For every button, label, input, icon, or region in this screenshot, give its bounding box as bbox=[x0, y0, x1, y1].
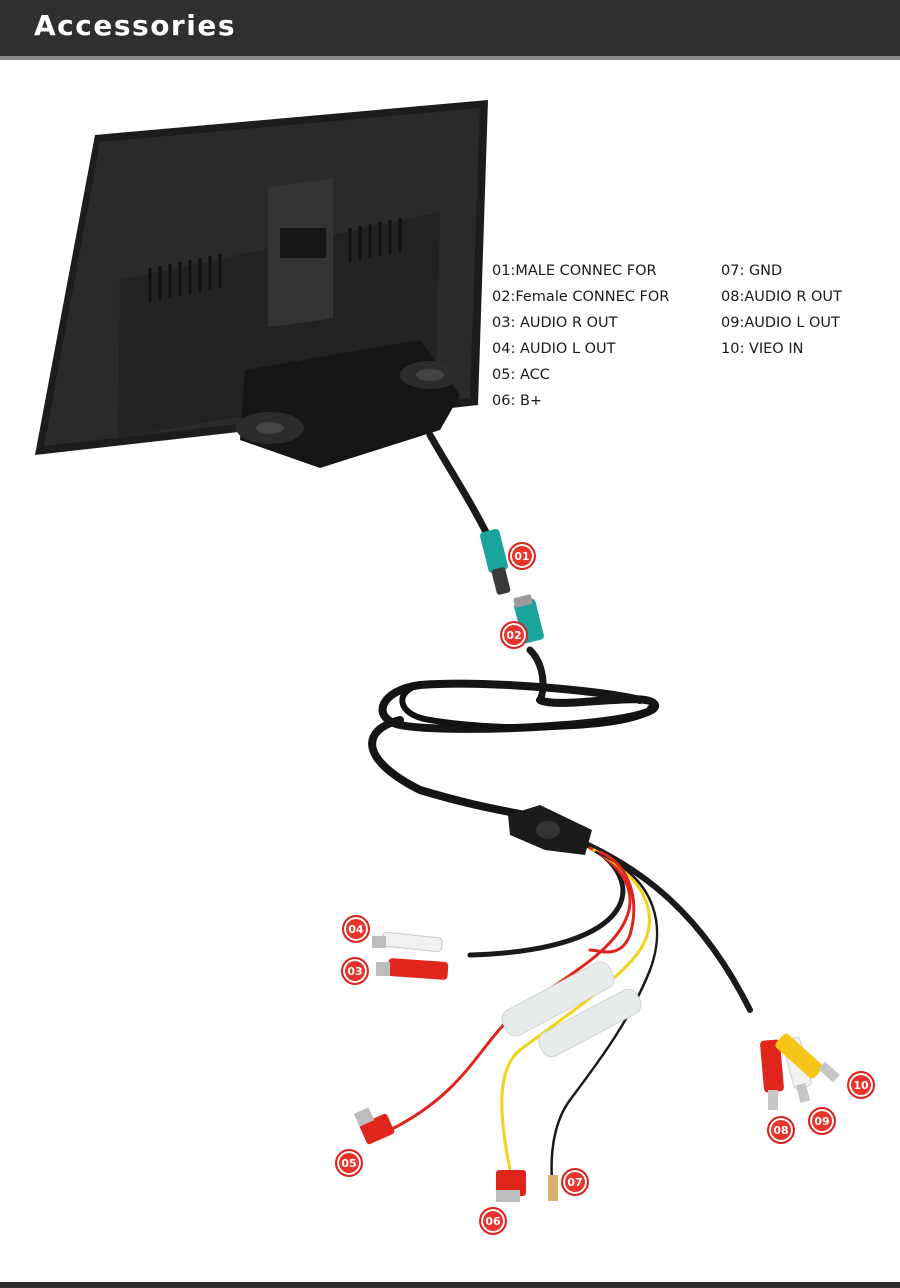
callout-01: 01 bbox=[508, 542, 536, 570]
legend-item: 07: GND bbox=[721, 263, 783, 279]
legend-item: 02:Female CONNEC FOR bbox=[492, 289, 670, 305]
callout-08: 08 bbox=[767, 1116, 795, 1144]
wire-bundle bbox=[388, 842, 753, 1182]
legend-item: 09:AUDIO L OUT bbox=[721, 315, 840, 331]
page-title: Accessories bbox=[34, 9, 236, 42]
cable-image bbox=[368, 431, 659, 819]
connector-male bbox=[480, 529, 511, 595]
callout-07: 07 bbox=[561, 1168, 589, 1196]
splitter-block bbox=[508, 805, 592, 855]
acc-terminal bbox=[353, 1107, 395, 1145]
legend-right: 07: GND 08:AUDIO R OUT 09:AUDIO L OUT 10… bbox=[721, 258, 842, 362]
legend-item: 04: AUDIO L OUT bbox=[492, 341, 616, 357]
callout-02: 02 bbox=[500, 621, 528, 649]
header-bar: Accessories bbox=[0, 0, 900, 60]
rca-plug-audio-l-left bbox=[372, 931, 443, 953]
rca-plug-video bbox=[775, 1033, 840, 1083]
legend-item: 01:MALE CONNEC FOR bbox=[492, 263, 657, 279]
gnd-terminal bbox=[548, 1175, 558, 1201]
legend-left: 01:MALE CONNEC FOR 02:Female CONNEC FOR … bbox=[492, 258, 669, 414]
callout-05: 05 bbox=[335, 1149, 363, 1177]
bplus-terminal bbox=[496, 1170, 526, 1202]
product-illustration bbox=[35, 100, 840, 1202]
legend-item: 03: AUDIO R OUT bbox=[492, 315, 618, 331]
callout-09: 09 bbox=[808, 1107, 836, 1135]
callout-04: 04 bbox=[342, 915, 370, 943]
callout-10: 10 bbox=[847, 1071, 875, 1099]
callout-06: 06 bbox=[479, 1207, 507, 1235]
footer-bar bbox=[0, 1282, 900, 1288]
callout-03: 03 bbox=[341, 957, 369, 985]
rca-plug-audio-r-right bbox=[760, 1039, 784, 1110]
fuse-holders bbox=[501, 961, 642, 1058]
rca-plug-audio-r-left bbox=[376, 958, 449, 980]
monitor-image bbox=[35, 100, 488, 468]
legend-item: 05: ACC bbox=[492, 367, 550, 383]
legend-item: 06: B+ bbox=[492, 393, 543, 409]
legend-item: 10: VIEO IN bbox=[721, 341, 804, 357]
legend-item: 08:AUDIO R OUT bbox=[721, 289, 842, 305]
